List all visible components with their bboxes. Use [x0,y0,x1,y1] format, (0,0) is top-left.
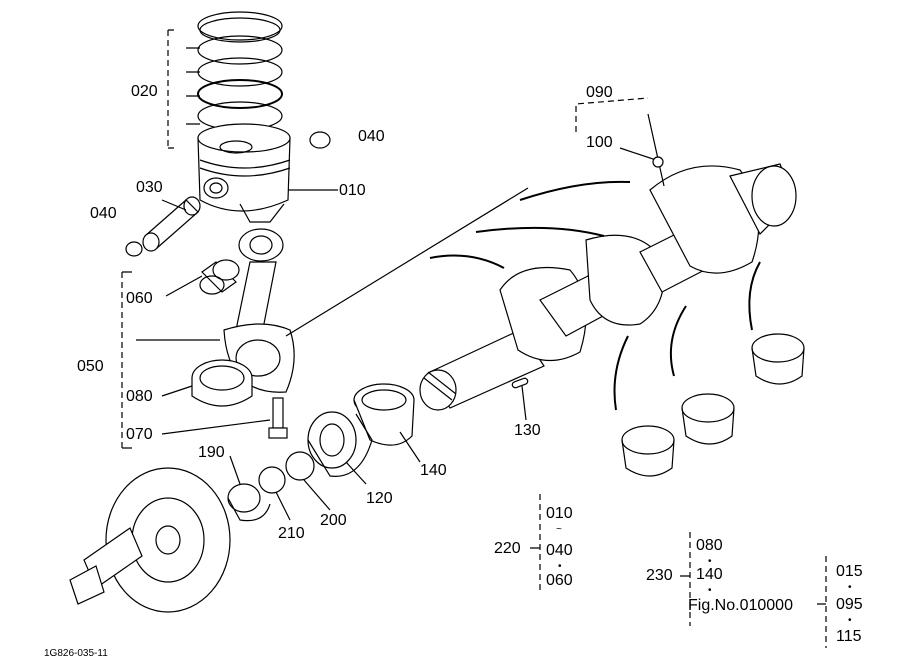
group-220-item: 040 [546,542,573,559]
collar-ring [285,451,315,481]
snap-ring-left [125,241,143,257]
crank-bearing-front [353,383,415,446]
piston [197,123,291,223]
piston-pin [142,196,201,252]
callout-210: 210 [278,525,305,542]
callout-100: 100 [586,134,613,151]
o-ring [258,466,286,494]
group-230-item: Fig.No.010000 [688,597,793,614]
group-220-item: 060 [546,572,573,589]
callout-190: 190 [198,444,225,461]
fig-group-item: 015 [836,563,863,580]
crank-pulley [69,467,231,613]
separator-dot: • [848,615,852,626]
callout-120: 120 [366,490,393,507]
rod-bolt [268,397,288,439]
callout-050: 050 [77,358,104,375]
callout-040-top: 040 [358,128,385,145]
group-230-item: 140 [696,566,723,583]
snap-ring-right [309,131,331,149]
piston-rings [197,11,283,131]
fig-group-item: 115 [836,628,862,645]
callout-070: 070 [126,426,153,443]
callout-030: 030 [136,179,163,196]
leader-lines [121,29,827,648]
callout-020: 020 [131,83,158,100]
callout-090: 090 [586,84,613,101]
crankshaft [419,163,797,411]
separator-dot: • [708,556,712,567]
callout-010: 010 [339,182,366,199]
callout-200: 200 [320,512,347,529]
big-end-bearing [191,359,253,407]
guide-line [285,187,529,337]
callout-060: 060 [126,290,153,307]
assembly-arrows [429,180,761,411]
crank-gear [307,411,373,477]
drawing-code: 1G826-035-11 [44,648,108,659]
group-230-item: 080 [696,537,723,554]
group-220-label: 220 [494,540,521,557]
separator-dot: • [848,582,852,593]
separator-dot: • [558,561,562,572]
woodruff-key [511,377,529,389]
separator-dot: • [708,585,712,596]
group-230-label: 230 [646,567,673,584]
main-bearings [621,333,805,477]
small-end-bushing [199,259,240,295]
sleeve [227,483,271,522]
callout-040-left: 040 [90,205,117,222]
range-tilde: ~ [556,524,562,535]
callout-140: 140 [420,462,447,479]
callout-130: 130 [514,422,541,439]
callout-080: 080 [126,388,153,405]
group-220-item: 010 [546,505,573,522]
fig-group-item: 095 [836,596,863,613]
